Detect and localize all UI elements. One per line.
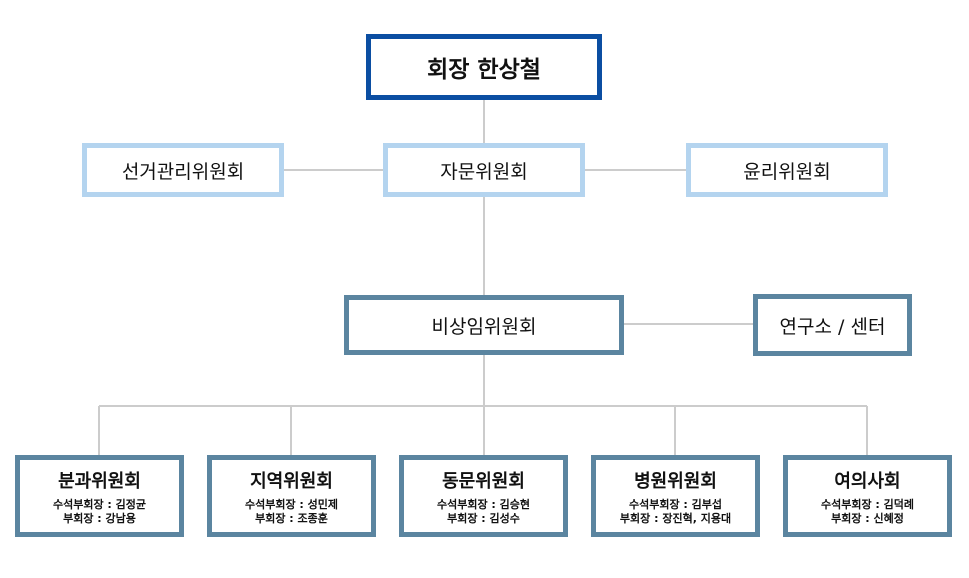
branch-box-womens-doctors: 여의사회 수석부회장 : 김덕례 부회장 : 신혜정	[783, 455, 952, 537]
branch-vp: 부회장 : 장진혁, 지용대	[619, 511, 732, 525]
branch-box-hospital: 병원위원회 수석부회장 : 김부섭 부회장 : 장진혁, 지용대	[591, 455, 760, 537]
advisory-committee-box: 자문위원회	[383, 143, 585, 197]
branch-title: 동문위원회	[442, 470, 525, 492]
advisory-committee-label: 자문위원회	[440, 160, 528, 183]
branch-senior-vp: 수석부회장 : 김정균	[52, 497, 147, 511]
branch-title: 여의사회	[834, 470, 901, 492]
branch-box-subcommittee: 분과위원회 수석부회장 : 김정균 부회장 : 강남용	[15, 455, 184, 537]
chairman-box: 회장 한상철	[366, 34, 602, 100]
branch-vp: 부회장 : 신혜정	[831, 511, 904, 525]
branch-title: 분과위원회	[58, 470, 141, 492]
institute-center-label: 연구소 / 센터	[779, 315, 886, 338]
nonstanding-committee-label: 비상임위원회	[431, 315, 537, 338]
branch-title: 지역위원회	[250, 470, 333, 492]
branch-vp: 부회장 : 강남용	[63, 511, 136, 525]
branch-vp: 부회장 : 김성수	[447, 511, 520, 525]
election-committee-box: 선거관리위원회	[82, 143, 284, 197]
branch-senior-vp: 수석부회장 : 성민제	[244, 497, 339, 511]
chairman-label: 회장 한상철	[427, 57, 541, 83]
branch-box-alumni: 동문위원회 수석부회장 : 김승현 부회장 : 김성수	[399, 455, 568, 537]
institute-center-box: 연구소 / 센터	[753, 294, 912, 356]
branch-title: 병원위원회	[634, 470, 717, 492]
ethics-committee-label: 윤리위원회	[743, 160, 831, 183]
branch-senior-vp: 수석부회장 : 김부섭	[628, 497, 723, 511]
ethics-committee-box: 윤리위원회	[686, 143, 888, 197]
nonstanding-committee-box: 비상임위원회	[344, 295, 624, 355]
election-committee-label: 선거관리위원회	[121, 160, 245, 183]
branch-box-regional: 지역위원회 수석부회장 : 성민제 부회장 : 조종훈	[207, 455, 376, 537]
branch-senior-vp: 수석부회장 : 김승현	[436, 497, 531, 511]
branch-vp: 부회장 : 조종훈	[255, 511, 328, 525]
branch-senior-vp: 수석부회장 : 김덕례	[820, 497, 915, 511]
